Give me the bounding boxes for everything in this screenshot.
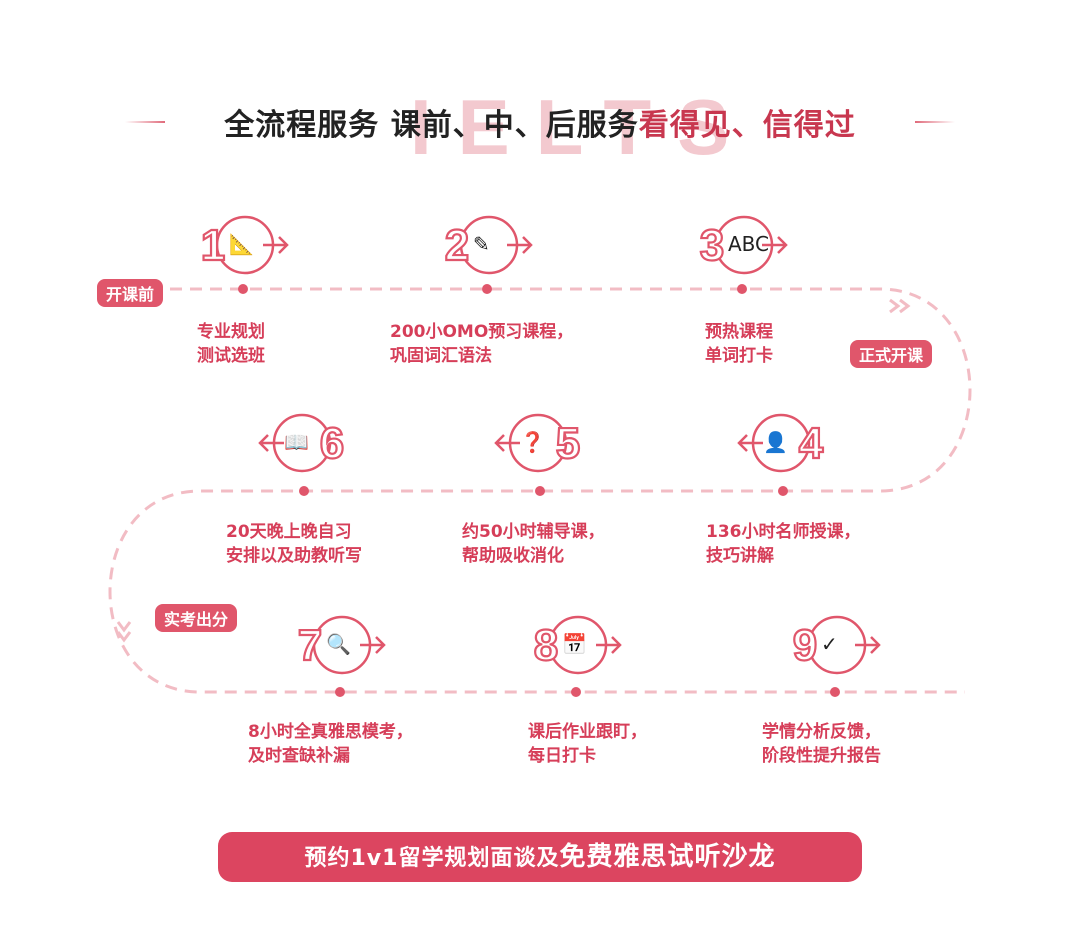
step-line1: 专业规划 <box>197 322 265 342</box>
phase-badge-start: 正式开课 <box>850 340 933 368</box>
title-divider-left <box>125 121 165 123</box>
chevron-icon <box>889 298 911 314</box>
timeline-dot <box>238 284 248 294</box>
page-title: 全流程服务 课前、中、后服务看得见、信得过 <box>224 108 856 143</box>
step-line2: 阶段性提升报告 <box>762 746 881 766</box>
book-search-icon: 🔍 <box>326 632 351 656</box>
timeline-dot <box>830 687 840 697</box>
pencil-icon: ✎ <box>473 232 490 256</box>
step-line2: 安排以及助教听写 <box>226 546 362 566</box>
ielts-watermark: IELTS <box>410 83 756 171</box>
step-number: 2 <box>445 221 469 270</box>
teacher-icon: 👤 <box>763 430 788 454</box>
step-number: 5 <box>556 419 580 468</box>
step-7-description: 8小时全真雅思模考， 及时查缺补漏 <box>248 720 413 768</box>
step-4-description: 136小时名师授课， 技巧讲解 <box>706 520 861 568</box>
tutoring-icon: ❓ <box>520 430 545 454</box>
step-number: 8 <box>534 621 558 670</box>
step-number: 1 <box>201 221 225 270</box>
step-line2: 及时查缺补漏 <box>248 746 350 766</box>
calendar-icon: 📅 <box>562 632 587 656</box>
step-9-description: 学情分析反馈， 阶段性提升报告 <box>762 720 881 768</box>
step-7-icon-group: 7🔍 <box>290 610 390 680</box>
chevron-icon <box>116 621 132 643</box>
step-8-icon-group: 8📅 <box>526 610 626 680</box>
step-number: 4 <box>799 419 824 468</box>
timeline-dot <box>778 486 788 496</box>
step-line1: 课后作业跟盯， <box>528 722 647 742</box>
step-line2: 测试选班 <box>197 346 265 366</box>
step-2-description: 200小OMO预习课程， 巩固词汇语法 <box>390 320 573 368</box>
timeline-dot <box>299 486 309 496</box>
timeline-dot <box>571 687 581 697</box>
step-number: 7 <box>298 621 322 670</box>
step-1-description: 专业规划测试选班 <box>197 320 265 368</box>
step-number: 9 <box>793 621 817 670</box>
timeline-dot <box>535 486 545 496</box>
step-line1: 约50小时辅导课， <box>462 522 605 542</box>
step-line1: 136小时名师授课， <box>706 522 861 542</box>
blueprint-icon: 📐 <box>229 232 254 256</box>
step-6-icon-group: 6📖 <box>254 408 354 478</box>
book-consultation-button[interactable]: 预约1v1留学规划面谈及免费雅思试听沙龙 <box>218 832 862 882</box>
step-line2: 技巧讲解 <box>706 546 774 566</box>
step-line1: 预热课程 <box>705 322 773 342</box>
step-9-icon-group: 9✓ <box>785 610 885 680</box>
step-line1: 200小OMO预习课程， <box>390 322 574 342</box>
step-1-icon-group: 1📐 <box>193 210 293 280</box>
step-5-description: 约50小时辅导课， 帮助吸收消化 <box>462 520 605 568</box>
step-line2: 每日打卡 <box>528 746 596 766</box>
timeline-dot <box>737 284 747 294</box>
timeline-dot <box>335 687 345 697</box>
step-3-description: 预热课程单词打卡 <box>705 320 773 368</box>
step-4-icon-group: 4👤 <box>733 408 833 478</box>
step-2-icon-group: 2✎ <box>437 210 537 280</box>
step-line2: 单词打卡 <box>705 346 773 366</box>
abc-icon: ABC <box>728 232 770 256</box>
step-8-description: 课后作业跟盯， 每日打卡 <box>528 720 647 768</box>
timeline-dot <box>482 284 492 294</box>
step-5-icon-group: 5❓ <box>490 408 590 478</box>
step-line1: 学情分析反馈， <box>762 722 881 742</box>
report-icon: ✓ <box>821 632 838 656</box>
phase-badge-exam: 实考出分 <box>155 604 238 632</box>
step-line2: 巩固词汇语法 <box>390 346 492 366</box>
step-number: 3 <box>700 221 724 270</box>
step-number: 6 <box>320 419 344 468</box>
step-line1: 20天晚上晚自习 <box>226 522 352 542</box>
phase-badge-before: 开课前 <box>97 279 164 307</box>
step-line1: 8小时全真雅思模考， <box>248 722 413 742</box>
self-study-icon: 📖 <box>284 430 309 454</box>
step-line2: 帮助吸收消化 <box>462 546 564 566</box>
step-6-description: 20天晚上晚自习安排以及助教听写 <box>226 520 362 568</box>
